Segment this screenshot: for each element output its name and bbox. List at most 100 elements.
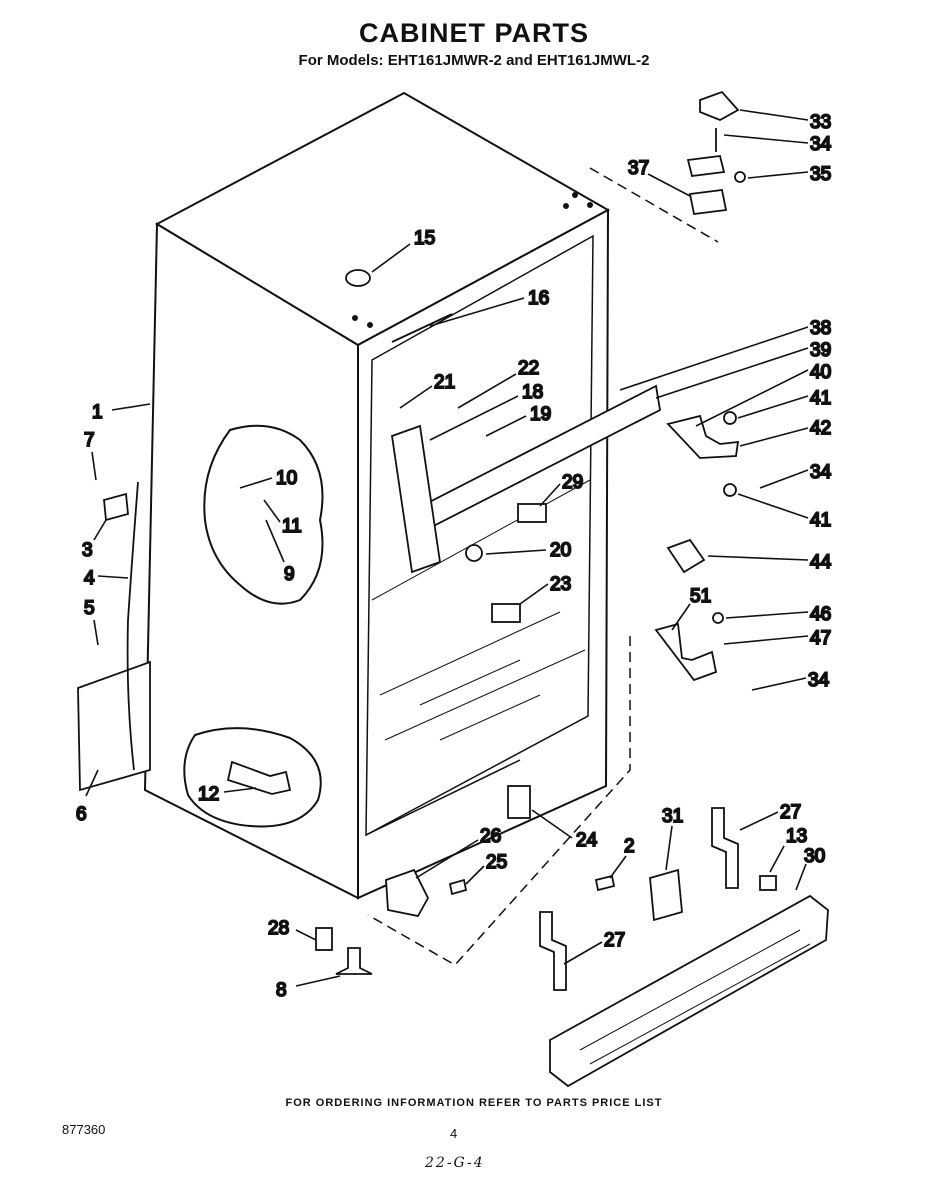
leader-7 [91, 451, 97, 481]
leader-3 [93, 519, 107, 541]
leader-11 [263, 499, 281, 523]
drain-tube-shape [226, 760, 292, 795]
leader-6 [85, 769, 99, 797]
leader-5 [93, 619, 99, 646]
hinge-block-24-shape [507, 785, 531, 819]
callout-16: 16 [528, 288, 549, 309]
page-title: CABINET PARTS [358, 18, 589, 48]
callout-21: 21 [434, 372, 455, 393]
document-number: 877360 [62, 1122, 106, 1137]
handwritten-note: 22-G-4 [425, 1155, 485, 1171]
dashed-guide-bottom [367, 636, 631, 966]
callout-33: 33 [810, 112, 831, 133]
callout-1: 1 [92, 402, 103, 423]
leader-34-lower [751, 677, 807, 691]
leader-15 [371, 243, 411, 273]
callout-47: 47 [810, 628, 831, 649]
callout-40: 40 [810, 362, 831, 383]
leader-1 [111, 403, 151, 411]
callout-5: 5 [84, 598, 95, 619]
callout-46: 46 [810, 604, 831, 625]
callout-42: 42 [810, 418, 831, 439]
clip-28-shape [315, 927, 333, 951]
callout-41-bottom: 41 [810, 510, 831, 531]
callout-9: 9 [284, 564, 295, 585]
leader-9 [265, 519, 285, 563]
leader-21 [399, 385, 433, 409]
clip-31-shape [649, 868, 683, 922]
ordering-note: FOR ORDERING INFORMATION REFER TO PARTS … [285, 1097, 663, 1109]
leader-40 [695, 369, 809, 427]
callout-19: 19 [530, 404, 551, 425]
callout-35: 35 [810, 164, 831, 185]
leader-37 [647, 173, 691, 197]
leader-26 [415, 839, 479, 879]
callout-24: 24 [576, 830, 598, 851]
callout-20: 20 [550, 540, 571, 561]
leader-27-upper [739, 811, 779, 831]
callout-27-upper: 27 [780, 802, 801, 823]
leader-27-lower [563, 941, 603, 965]
bottom-hinge-shape [654, 622, 718, 682]
leader-34-mid [759, 469, 809, 489]
spacer-13-shape [759, 875, 777, 891]
leader-41-top [737, 395, 809, 419]
leader-46 [725, 611, 809, 619]
washer-41-bottom-shape [723, 483, 737, 497]
callout-3: 3 [82, 540, 93, 561]
callout-30: 30 [804, 846, 825, 867]
leader-25 [465, 865, 485, 885]
dashed-guide-top [589, 167, 719, 243]
callout-10: 10 [276, 468, 297, 489]
callout-28: 28 [268, 918, 289, 939]
leader-42 [739, 427, 809, 447]
callout-34-lower: 34 [808, 670, 830, 691]
callout-51: 51 [690, 586, 711, 607]
callout-15: 15 [414, 228, 435, 249]
leader-30 [795, 863, 807, 891]
leader-39 [655, 347, 809, 399]
leader-22 [457, 373, 517, 409]
callout-2: 2 [624, 836, 635, 857]
cover-44-shape [666, 538, 706, 574]
leader-51 [671, 603, 691, 631]
screw-25-shape [448, 878, 468, 896]
callout-41-top: 41 [810, 388, 831, 409]
hinge-bracket-26-shape [385, 868, 430, 918]
leader-4 [97, 575, 129, 579]
leader-20 [485, 549, 547, 555]
electrical-box-shape [77, 660, 151, 792]
callout-11: 11 [282, 516, 302, 537]
callout-44: 44 [810, 552, 832, 573]
leader-23 [519, 583, 549, 605]
cord-clamp-shape [103, 492, 129, 522]
power-cord-shape [126, 481, 139, 771]
gasket-pad-29-shape [517, 503, 547, 523]
leveling-leg-shape [335, 947, 373, 975]
screw-2-shape [594, 874, 616, 892]
callout-22: 22 [518, 358, 539, 379]
leader-31 [665, 825, 673, 871]
leader-12 [223, 787, 257, 793]
gasket-pad-23-shape [491, 603, 521, 623]
callout-26: 26 [480, 826, 501, 847]
leader-19 [485, 415, 527, 437]
leader-47 [723, 635, 809, 645]
leader-38 [619, 326, 809, 391]
leader-24 [531, 809, 573, 839]
side-cutout-upper [203, 424, 324, 605]
leader-41-bottom [737, 493, 809, 519]
bracket-27-upper-shape [711, 807, 739, 889]
callout-6: 6 [76, 804, 87, 825]
leader-33 [739, 109, 809, 121]
leader-35 [747, 171, 809, 179]
leader-18 [429, 395, 519, 441]
callout-13: 13 [786, 826, 807, 847]
callout-39: 39 [810, 340, 831, 361]
leader-16 [429, 297, 525, 327]
leader-10 [239, 477, 273, 489]
model-subtitle: For Models: EHT161JMWR-2 and EHT161JMWL-… [298, 52, 650, 69]
leader-8 [295, 975, 341, 987]
bracket-27-lower-shape [539, 911, 567, 991]
